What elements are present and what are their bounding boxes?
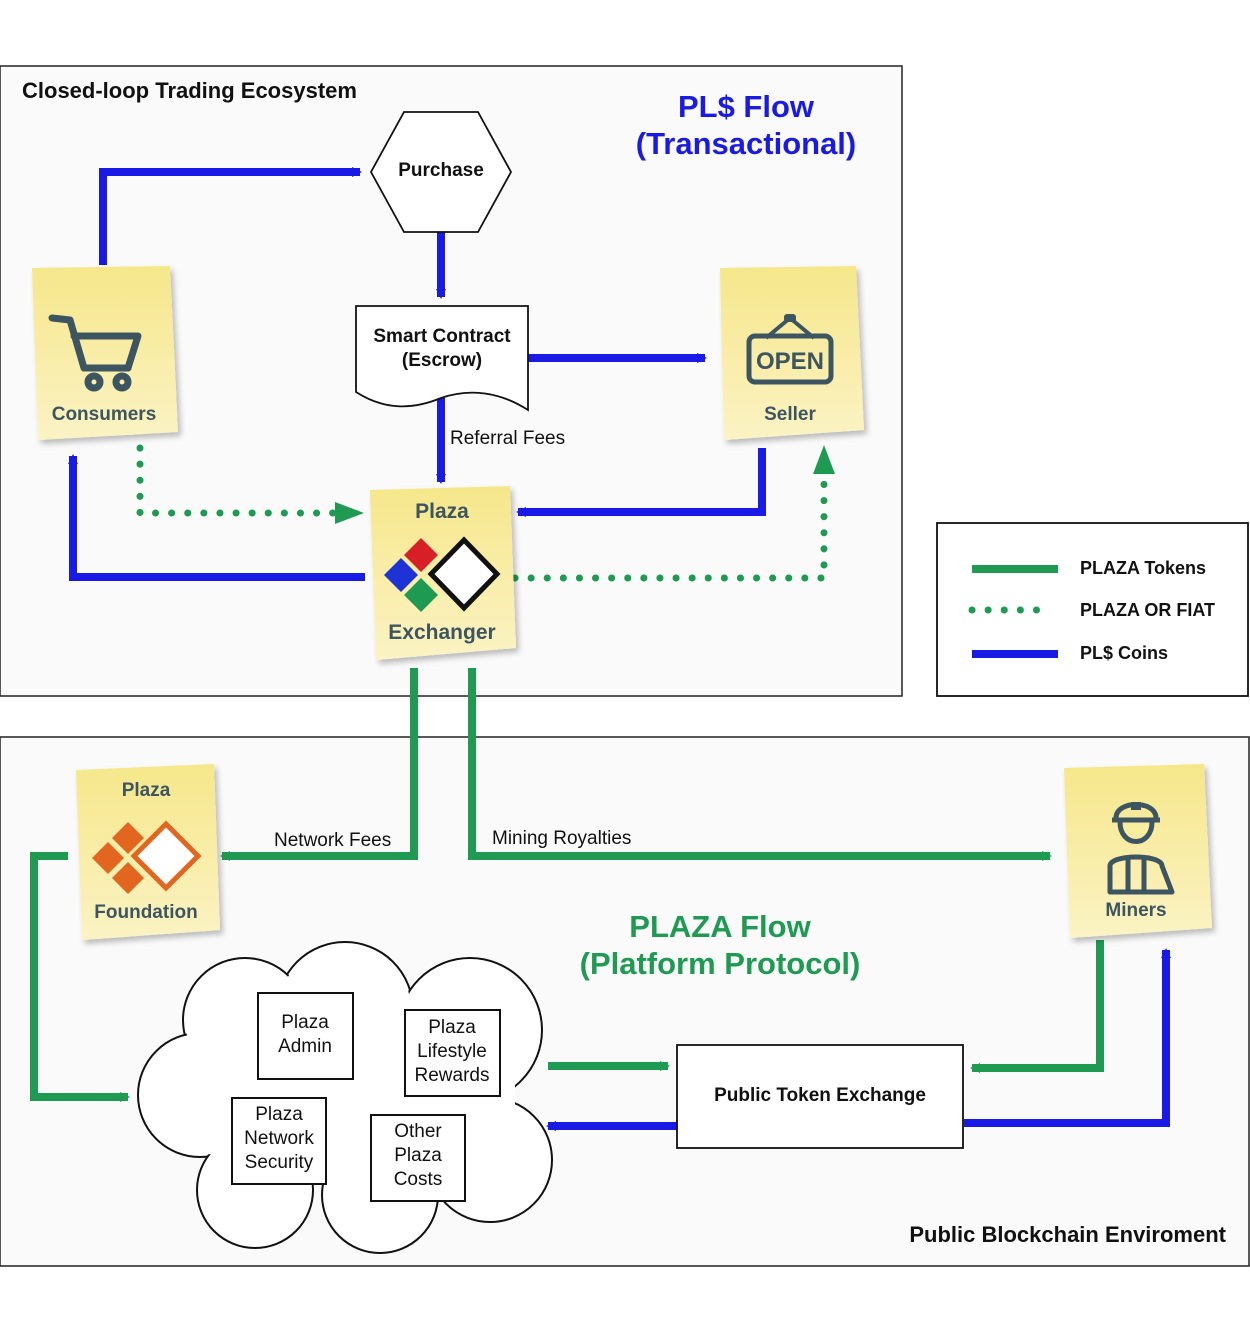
seller-node: OPEN Seller: [720, 266, 864, 440]
purchase-node: [369, 111, 513, 233]
cloud-item-lifestyle-line3: Rewards: [415, 1065, 490, 1086]
exchanger-top-label: Plaza: [415, 500, 469, 523]
cloud-item-plaza-admin-line2: Admin: [278, 1036, 332, 1057]
miner-icon: [1107, 802, 1175, 895]
open-sign-text: OPEN: [756, 348, 824, 375]
plaza-exchanger-logo-icon: [384, 536, 501, 612]
edge-miners-to-token-exchange: [970, 940, 1104, 1073]
label-mining-royalties: Mining Royalties: [492, 828, 631, 849]
cloud-item-security-line3: Security: [245, 1152, 314, 1173]
edge-token-exchange-to-miners: [964, 948, 1171, 1127]
edge-seller-to-exchanger: [516, 448, 766, 517]
cloud-item-other-line2: Plaza: [394, 1145, 442, 1166]
seller-label: Seller: [764, 404, 816, 425]
legend-label-pl-coins: PL$ Coins: [1080, 643, 1168, 663]
edge-exchanger-network-fees: [220, 668, 418, 861]
public-token-exchange-label: Public Token Exchange: [714, 1085, 926, 1106]
edge-consumers-to-purchase: [99, 167, 362, 265]
plaza-flow-heading-line1: PLAZA Flow: [629, 909, 811, 944]
pl-flow-heading-line2: (Transactional): [636, 126, 857, 161]
exchanger-bottom-label: Exchanger: [388, 621, 495, 644]
pl-flow-heading-line1: PL$ Flow: [678, 89, 815, 124]
foundation-bottom-label: Foundation: [94, 902, 197, 923]
foundation-top-label: Plaza: [122, 780, 171, 801]
consumers-label: Consumers: [52, 404, 157, 425]
edge-consumers-to-exchanger-arrowhead: [335, 502, 364, 524]
legend-label-plaza-or-fiat: PLAZA OR FIAT: [1080, 600, 1215, 620]
closed-loop-title: Closed-loop Trading Ecosystem: [22, 78, 357, 103]
edge-foundation-to-cloud: [30, 852, 130, 1102]
cloud-item-plaza-admin-line1: Plaza: [281, 1012, 329, 1033]
legend: PLAZA Tokens PLAZA OR FIAT PL$ Coins: [936, 522, 1249, 697]
edge-exchanger-to-consumers: [68, 454, 365, 581]
open-sign-icon: OPEN: [746, 314, 834, 385]
cloud-item-security-line1: Plaza: [255, 1104, 303, 1125]
purchase-label: Purchase: [398, 160, 484, 181]
edge-exchanger-to-seller-dotted: [511, 466, 828, 582]
plaza-exchanger-node: Plaza Exchanger: [370, 486, 516, 660]
public-token-exchange-node: [676, 1044, 964, 1149]
cloud-item-other-line1: Other: [394, 1121, 442, 1142]
cloud-item-network-security: [231, 1097, 327, 1185]
edge-consumers-to-exchanger-dotted: [136, 444, 362, 517]
plaza-foundation-node: Plaza Foundation: [76, 764, 220, 940]
plaza-costs-cloud: [137, 941, 553, 1254]
consumers-node: Consumers: [32, 266, 178, 440]
plaza-flow-heading-line2: (Platform Protocol): [580, 946, 861, 981]
cloud-item-lifestyle-rewards: [404, 1009, 501, 1097]
cloud-item-lifestyle-line2: Lifestyle: [417, 1041, 487, 1062]
label-referral-fees: Referral Fees: [450, 428, 565, 449]
cloud-item-security-line2: Network: [244, 1128, 314, 1149]
smart-contract-line2: (Escrow): [402, 350, 482, 371]
smart-contract-node: [355, 305, 529, 412]
cloud-item-lifestyle-line1: Plaza: [428, 1017, 476, 1038]
miners-node: Miners: [1064, 764, 1212, 938]
edge-exchanger-mining-royalties: [468, 668, 1052, 861]
legend-label-plaza-tokens: PLAZA Tokens: [1080, 558, 1206, 578]
plaza-foundation-logo-icon: [92, 820, 202, 894]
cloud-item-other-costs: [370, 1114, 466, 1202]
miners-label: Miners: [1105, 900, 1166, 921]
cloud-item-plaza-admin: [257, 992, 354, 1080]
edge-exchanger-to-seller-arrowhead: [813, 445, 835, 474]
public-chain-title: Public Blockchain Enviroment: [909, 1222, 1226, 1247]
label-network-fees: Network Fees: [274, 830, 391, 851]
cloud-item-other-line3: Costs: [394, 1169, 443, 1190]
smart-contract-line1: Smart Contract: [373, 326, 511, 347]
shopping-cart-icon: [48, 314, 142, 392]
